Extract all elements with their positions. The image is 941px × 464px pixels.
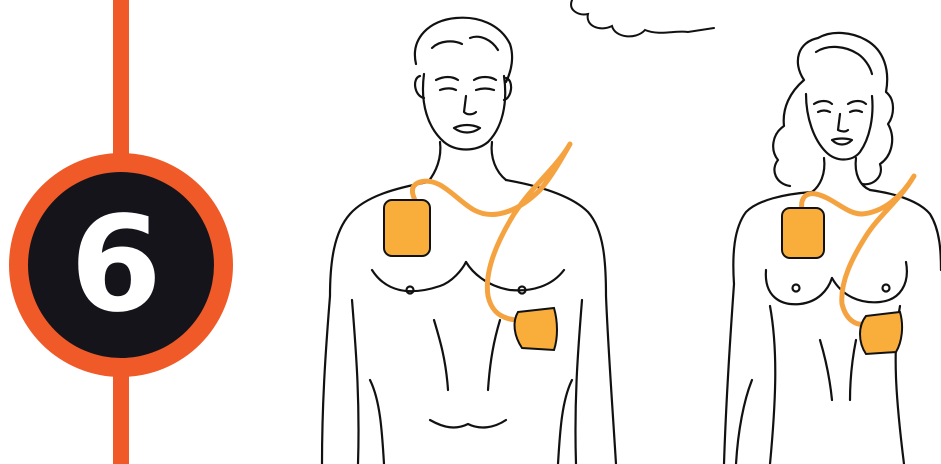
female-torso (724, 33, 941, 464)
defibrillator-pad-icon (782, 208, 824, 258)
defibrillator-pad-icon (515, 308, 557, 350)
step-number: 6 (26, 175, 206, 355)
speech-cloud-icon (571, 0, 714, 36)
female-shoulders (724, 190, 941, 464)
female-hair (773, 33, 893, 186)
male-torso (322, 18, 616, 464)
defibrillator-pad-icon (860, 312, 902, 354)
defibrillator-pad-icon (384, 200, 430, 256)
male-shoulders (322, 180, 616, 464)
